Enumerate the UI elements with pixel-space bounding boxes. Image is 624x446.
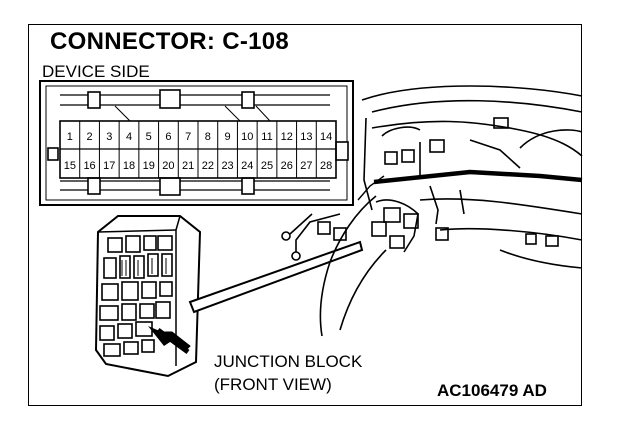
pin-number: 4: [126, 131, 132, 143]
pin-number: 11: [261, 131, 272, 143]
pin-number: 24: [241, 160, 253, 172]
pin-number: 20: [162, 160, 174, 172]
pin-number: 28: [320, 160, 332, 172]
pin-number: 26: [281, 160, 293, 172]
pin-number: 8: [205, 131, 211, 143]
figure-frame: [28, 24, 582, 406]
pin-number: 14: [320, 131, 332, 143]
connector-c108: [39, 80, 354, 206]
junction-block-label-line1: JUNCTION BLOCK: [214, 352, 363, 371]
pin-number: 15: [64, 160, 76, 172]
pin-number: 21: [182, 160, 194, 172]
pin-number: 22: [202, 160, 214, 172]
pin-number: 23: [221, 160, 233, 172]
pin-number: 16: [83, 160, 95, 172]
device-side-label: DEVICE SIDE: [42, 62, 150, 81]
instrument-panel-sketch: [281, 85, 583, 337]
pin-number: 10: [241, 131, 253, 143]
pin-number: 13: [300, 131, 312, 143]
pin-number: 7: [185, 131, 191, 143]
pin-number: 1: [67, 131, 73, 143]
pin-number: 19: [143, 160, 155, 172]
pin-number: 12: [281, 131, 293, 143]
pin-number: 9: [225, 131, 231, 143]
junction-block-label-line2: (FRONT VIEW): [214, 375, 332, 394]
figure-code: AC106479 AD: [437, 381, 547, 400]
pin-number: 25: [261, 160, 273, 172]
connector-title: CONNECTOR: C-108: [50, 28, 290, 55]
junction-block-label: JUNCTION BLOCK (FRONT VIEW): [214, 350, 362, 396]
pin-number: 2: [87, 131, 93, 143]
callout-arrows: [148, 240, 364, 355]
pin-number: 6: [165, 131, 171, 143]
pin-number: 17: [103, 160, 115, 172]
pin-number: 18: [123, 160, 135, 172]
pin-number: 5: [146, 131, 152, 143]
pin-number: 3: [106, 131, 112, 143]
pin-number: 27: [300, 160, 312, 172]
